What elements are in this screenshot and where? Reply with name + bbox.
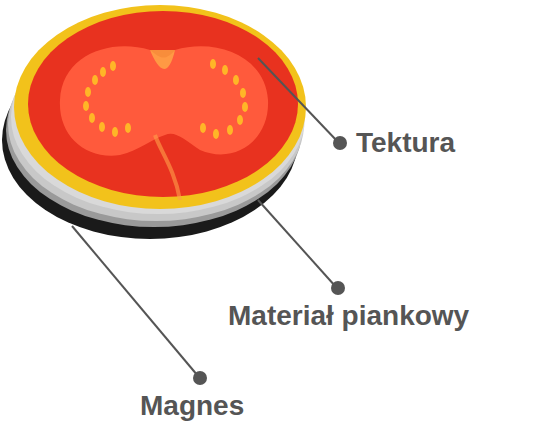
label-holder: Magnes <box>140 390 244 422</box>
leader-dot <box>331 281 345 295</box>
tomato-flesh <box>60 46 268 155</box>
cardboard-layer <box>14 5 306 209</box>
tomato-core <box>155 135 180 200</box>
leader-dots <box>193 136 347 385</box>
part-label: Materiał piankowy <box>228 300 469 332</box>
leader-line <box>258 200 336 287</box>
leader-line <box>72 226 198 376</box>
tomato-skin <box>28 11 298 197</box>
part-label: Magnes <box>140 390 244 422</box>
leader-dot <box>333 136 347 150</box>
label-holder: Tektura <box>356 127 455 159</box>
leader-line <box>258 58 338 142</box>
part-label: Tektura <box>356 127 455 159</box>
tomato-core <box>150 50 175 69</box>
tomato-seeds <box>83 59 248 139</box>
leader-dot <box>193 371 207 385</box>
label-holder: Materiał piankowy <box>228 300 469 332</box>
